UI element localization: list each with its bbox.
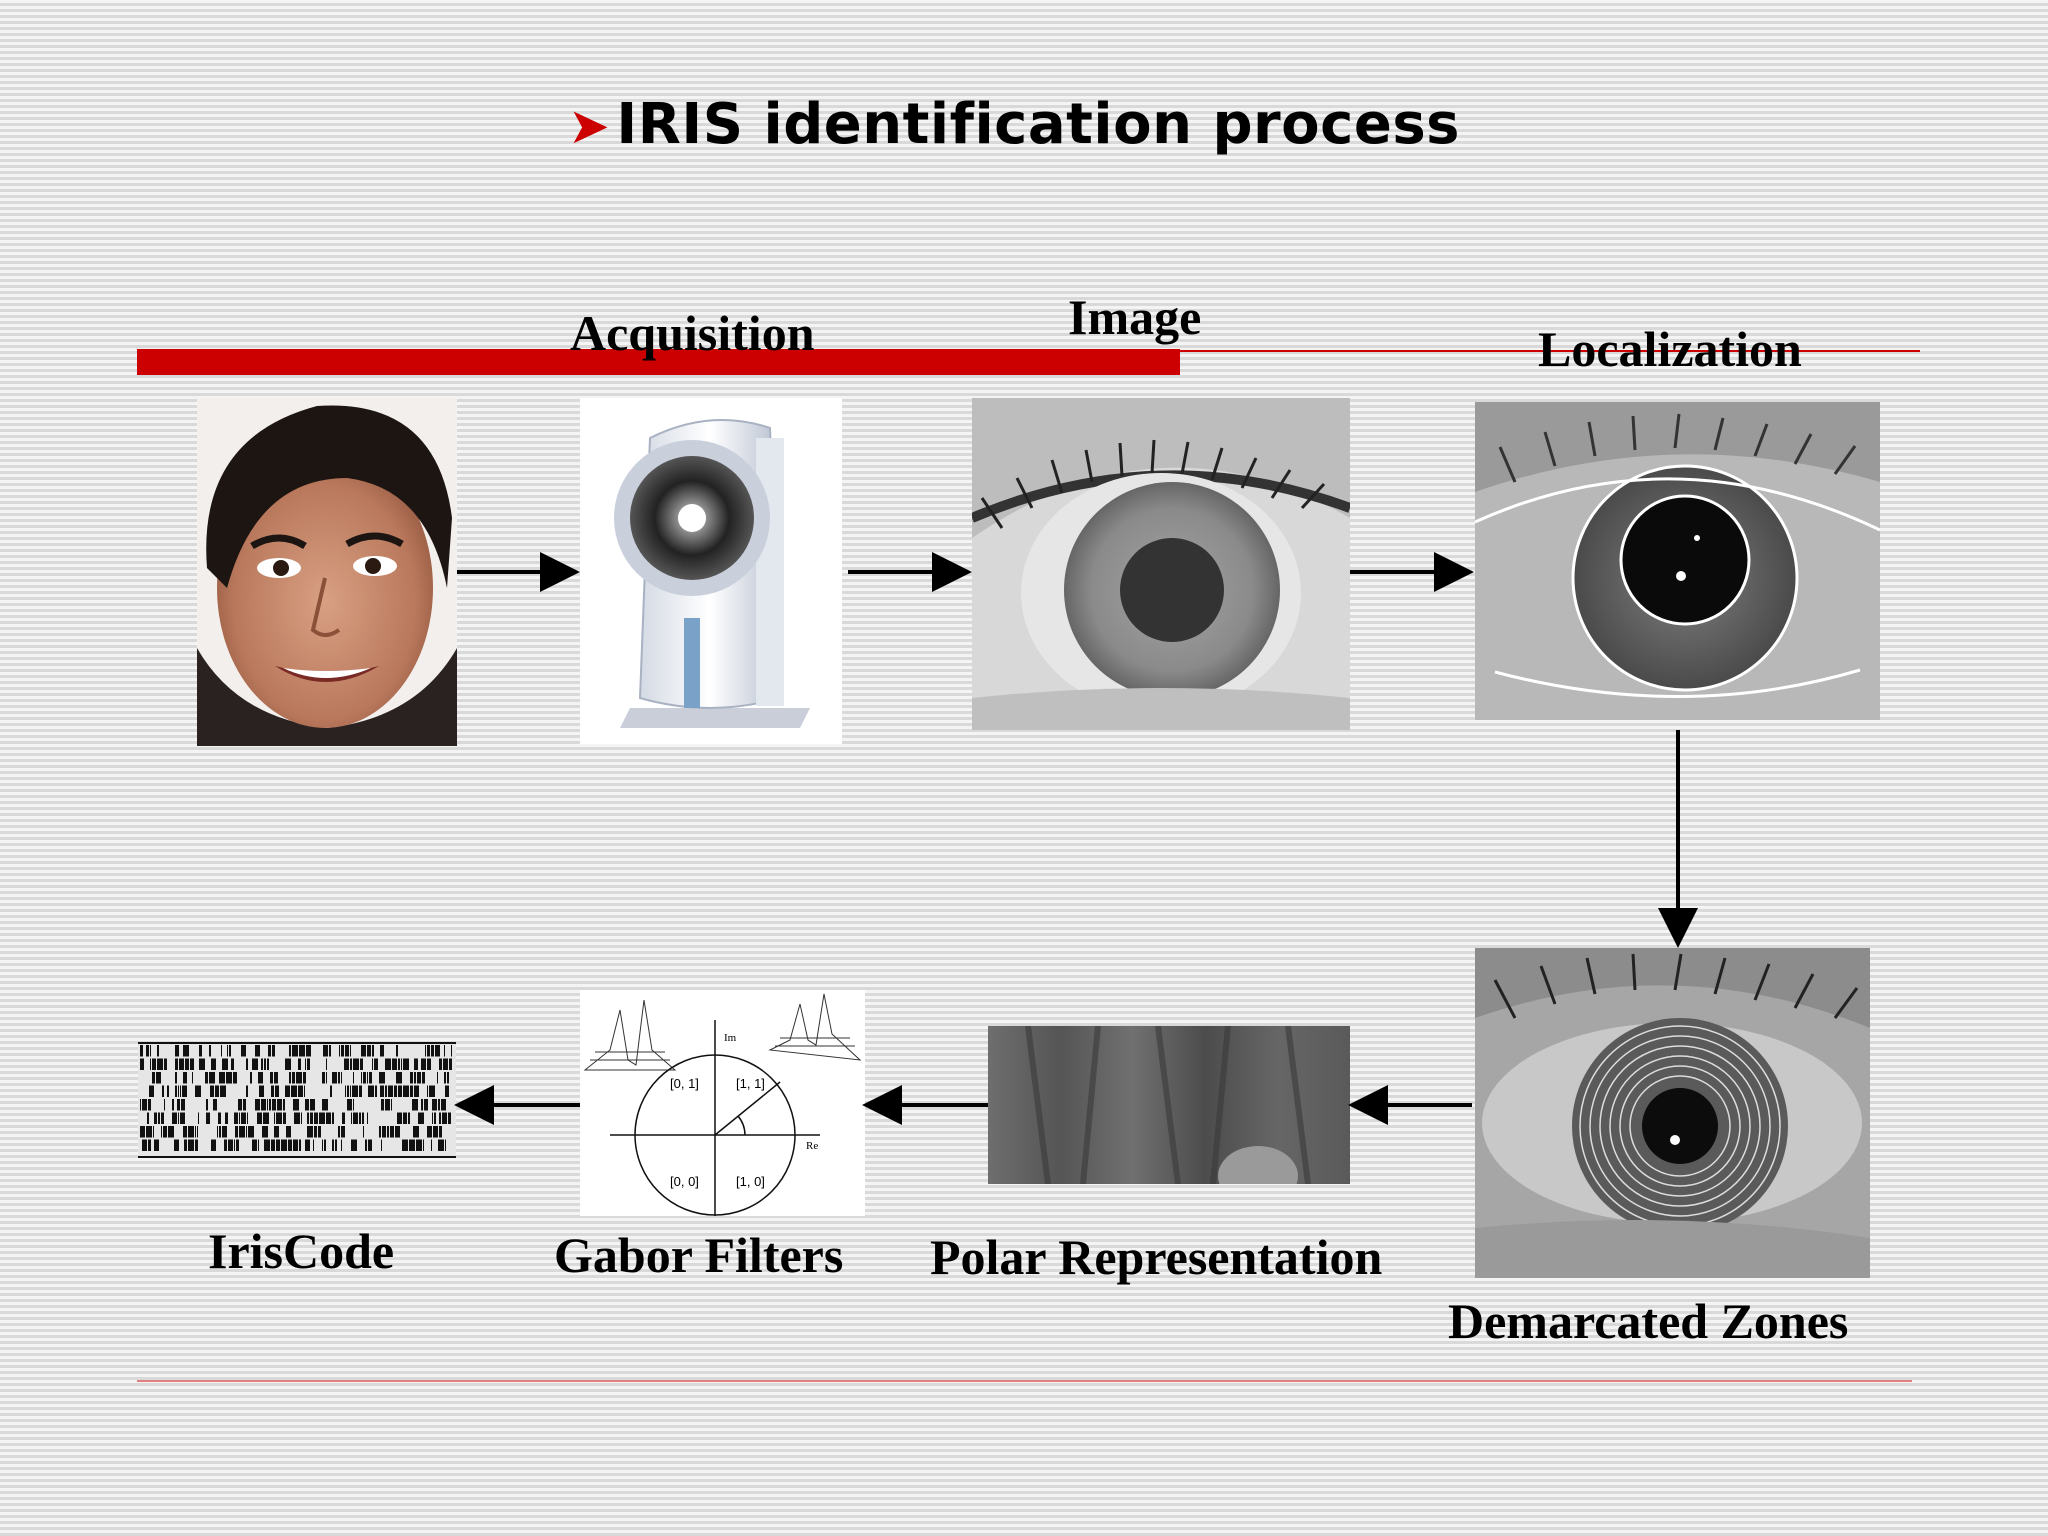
caption-gabor-filters: Gabor Filters [554, 1227, 844, 1283]
gabor-quadrant-br: [1, 0] [736, 1174, 765, 1189]
polar-strip-image [988, 1026, 1350, 1184]
label-image: Image [1068, 289, 1202, 345]
label-localization: Localization [1538, 321, 1802, 377]
gabor-axis-re: Re [806, 1140, 819, 1152]
header-thin-line [1180, 350, 1920, 352]
gabor-filter-plot: Im Re [0, 1] [1, 1] [0, 0] [1, 0] [580, 990, 865, 1216]
header-red-bar [137, 349, 1180, 375]
demarcated-zones-eye-image [1475, 948, 1870, 1278]
localized-eye-image [1475, 402, 1880, 720]
gabor-axis-im: Im [724, 1032, 737, 1044]
gabor-quadrant-tr: [1, 1] [736, 1076, 765, 1091]
gabor-quadrant-tl: [0, 1] [670, 1076, 699, 1091]
label-acquisition: Acquisition [570, 305, 815, 361]
caption-demarcated-zones: Demarcated Zones [1448, 1293, 1849, 1349]
slide-title: ➤IRIS identification process [568, 92, 1460, 157]
caption-iriscode: IrisCode [208, 1223, 395, 1279]
caption-polar-representation: Polar Representation [930, 1229, 1383, 1285]
eye-image [972, 398, 1350, 730]
face-photo [197, 398, 457, 746]
iris-camera-photo [580, 398, 842, 744]
gabor-quadrant-bl: [0, 0] [670, 1174, 699, 1189]
arrow-bullet-icon: ➤ [568, 97, 611, 155]
footer-thin-line [137, 1380, 1912, 1382]
iriscode-barcode-image [138, 1042, 456, 1158]
slide-title-text: IRIS identification process [616, 92, 1460, 157]
